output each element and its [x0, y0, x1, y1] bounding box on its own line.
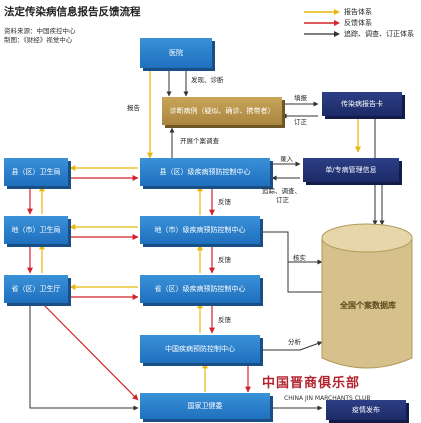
label-case-survey: 开展个案调查	[180, 137, 219, 145]
label-discover: 发现、诊断	[191, 76, 224, 84]
node-prov-cdc: 省（区）级疾病预防控制中心	[140, 275, 260, 303]
label-feedback-2: 反馈	[218, 256, 231, 264]
legend-feedback-label: 反馈体系	[344, 19, 372, 27]
label-feedback-3: 反馈	[218, 316, 231, 324]
label-track-2: 订正	[276, 196, 289, 204]
label-verify: 核实	[293, 254, 306, 262]
label-fill: 填报	[294, 94, 307, 102]
diagram-title: 法定传染病信息报告反馈流程	[4, 6, 141, 18]
node-county-cdc: 县（区）级疾病预防控制中心	[140, 158, 270, 186]
node-county-health: 县（区）卫生局	[4, 158, 68, 186]
label-track-1: 追踪、调查、	[262, 187, 301, 195]
label-feedback-1: 反馈	[218, 198, 231, 206]
label-entry: 录入	[280, 155, 293, 163]
node-national-cdc: 中国疾病预防控制中心	[140, 335, 260, 363]
node-single-mgmt: 单/专病管理信息	[303, 158, 399, 182]
label-analysis: 分析	[288, 338, 301, 346]
author-note: 制图：《财经》视觉中心	[4, 36, 73, 44]
source-note: 资料来源：中国疾控中心	[4, 27, 76, 35]
watermark-sub: CHINA JIN MARCHANTS CLUB	[284, 395, 371, 402]
red-arrow-icon	[304, 20, 340, 26]
label-report: 报告	[127, 104, 140, 112]
node-city-health: 地（市）卫生局	[4, 216, 68, 244]
node-city-cdc: 地（市）级疾病预防控制中心	[140, 216, 260, 244]
legend-track-label: 追踪、调查、订正体系	[344, 30, 414, 38]
node-hospital: 医院	[140, 38, 212, 68]
node-publish: 疫情发布	[326, 400, 406, 420]
node-diagnosis: 诊断病例（疑似、确诊、携带者）	[162, 97, 282, 125]
node-national-health: 国家卫健委	[140, 393, 270, 419]
node-prov-health: 省（区）卫生厅	[4, 275, 68, 303]
legend-report-label: 报告体系	[344, 8, 372, 16]
database-label: 全国个案数据库	[340, 301, 396, 310]
yellow-arrow-icon	[304, 9, 340, 15]
black-arrow-icon	[304, 31, 340, 37]
watermark-logo: 中国晋商俱乐部	[262, 376, 361, 391]
node-report-card: 传染病报告卡	[322, 92, 402, 116]
label-correct: 订正	[294, 118, 307, 126]
